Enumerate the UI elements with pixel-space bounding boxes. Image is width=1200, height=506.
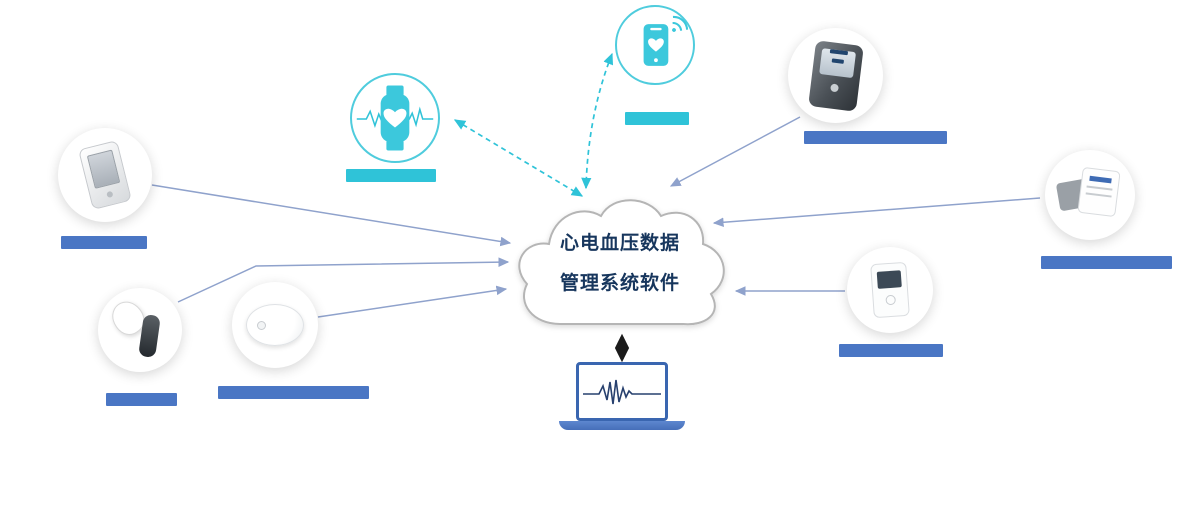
ecg-line-left <box>356 109 385 129</box>
bp-monitor-reading-2 <box>831 57 844 64</box>
bp-monitor-image <box>807 39 864 112</box>
ecg-recorder-node <box>58 128 152 222</box>
phone-home-button <box>654 58 658 63</box>
connector-boxed-device-cloud <box>712 197 1041 228</box>
holter-device-label-bar <box>839 344 943 357</box>
boxed-device-text-line-2 <box>1085 192 1112 198</box>
ear-device-node <box>98 288 182 372</box>
heart-icon <box>383 108 407 128</box>
bp-monitor-button <box>829 82 839 92</box>
heart-icon <box>648 38 664 52</box>
boxed-device-text-line <box>1086 185 1113 191</box>
smartphone-label-bar <box>625 112 689 125</box>
connector-patch-device-cloud <box>317 285 508 318</box>
connector-ecg-recorder-cloud <box>151 184 512 247</box>
patch-device-button <box>257 321 266 330</box>
holter-device-screen <box>876 270 902 289</box>
smartwatch-icon <box>356 85 434 151</box>
boxed-device-label-bar <box>1041 256 1172 269</box>
holter-device-node <box>847 247 933 333</box>
ecg-recorder-screen <box>86 149 121 189</box>
holter-device-button <box>885 294 897 306</box>
smartphone-node <box>615 5 695 85</box>
watch-band-top <box>386 85 404 97</box>
watch-band-bottom <box>386 139 404 151</box>
patch-device-image <box>246 304 304 346</box>
laptop-base <box>559 421 685 430</box>
boxed-device-brand <box>1089 175 1112 184</box>
boxed-device-node <box>1045 150 1135 240</box>
cloud-node: 心电血压数据 管理系统软件 <box>505 172 735 337</box>
connector-ear-device-cloud <box>177 257 510 303</box>
smartwatch-node <box>350 73 440 163</box>
cloud-shape <box>518 199 725 326</box>
smartwatch-label-bar <box>346 169 436 182</box>
phone-speaker <box>650 27 662 31</box>
ear-device-image <box>105 295 175 365</box>
connector-smartphone-cloud <box>581 52 614 190</box>
patch-device-label-bar <box>218 386 369 399</box>
smartphone-icon <box>643 15 689 66</box>
bp-monitor-label-bar <box>804 131 947 144</box>
cloud-title-line2: 管理系统软件 <box>559 273 680 294</box>
wifi-icon <box>672 15 689 32</box>
cloud-title: 心电血压数据 管理系统软件 <box>505 224 735 304</box>
ecg-recorder-label-bar <box>61 236 147 249</box>
holter-device-image <box>870 261 910 319</box>
boxed-device-image <box>1050 155 1130 235</box>
ear-device-label-bar <box>106 393 177 406</box>
ecg-recorder-button <box>106 190 114 199</box>
ecg-line-right <box>405 106 434 128</box>
patch-device-node <box>232 282 318 368</box>
laptop-node <box>576 362 668 421</box>
bp-monitor-reading <box>829 48 848 55</box>
bp-monitor-screen <box>818 47 856 78</box>
boxed-device-box <box>1077 166 1121 218</box>
laptop-ecg-waveform-icon <box>583 379 661 405</box>
bp-monitor-node <box>788 28 883 123</box>
cloud-title-line1: 心电血压数据 <box>559 233 680 254</box>
ecg-recorder-image <box>78 140 132 210</box>
